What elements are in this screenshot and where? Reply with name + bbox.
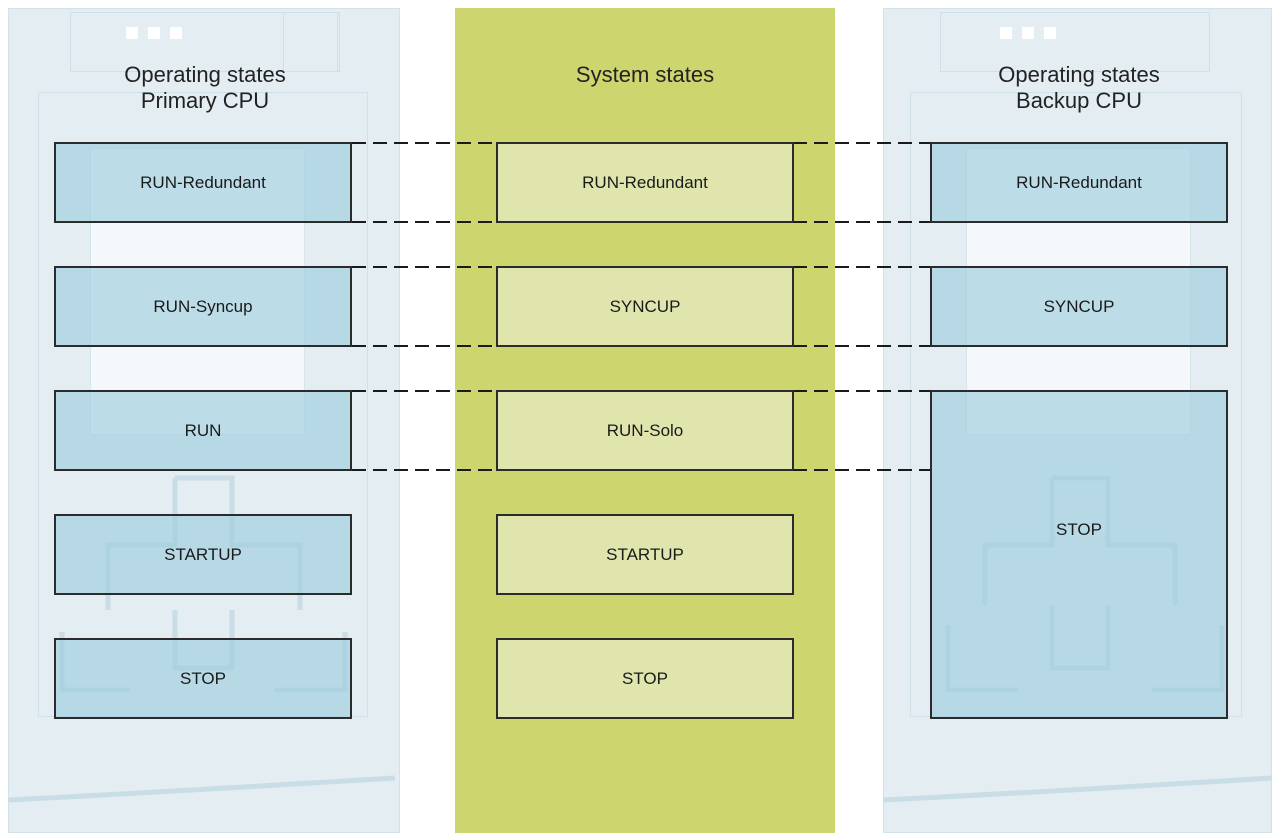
system-state-startup: STARTUP [496, 514, 794, 595]
primary-state-run-redundant: RUN-Redundant [54, 142, 352, 223]
system-column-title: System states [495, 62, 795, 88]
primary-state-startup: STARTUP [54, 514, 352, 595]
backup-column-title: Operating states Backup CPU [930, 62, 1228, 114]
primary-led-1 [126, 27, 138, 39]
system-title: System states [575, 62, 715, 87]
backup-state-stop: STOP [930, 390, 1228, 719]
primary-state-stop: STOP [54, 638, 352, 719]
backup-cpu-top-bracket [940, 12, 1210, 72]
primary-cpu-top-slot [283, 12, 338, 72]
primary-title-line1: Operating states [124, 62, 286, 87]
primary-led-3 [170, 27, 182, 39]
backup-title-line2: Backup CPU [1016, 88, 1142, 113]
backup-title-line1: Operating states [998, 62, 1160, 87]
primary-led-2 [148, 27, 160, 39]
primary-cpu-top-bracket [70, 12, 340, 72]
primary-state-run-syncup: RUN-Syncup [54, 266, 352, 347]
system-state-syncup: SYNCUP [496, 266, 794, 347]
system-state-stop: STOP [496, 638, 794, 719]
backup-state-run-redundant: RUN-Redundant [930, 142, 1228, 223]
primary-column-title: Operating states Primary CPU [55, 62, 355, 114]
primary-title-line2: Primary CPU [140, 88, 270, 113]
system-state-run-solo: RUN-Solo [496, 390, 794, 471]
backup-led-3 [1044, 27, 1056, 39]
backup-led-1 [1000, 27, 1012, 39]
backup-state-syncup: SYNCUP [930, 266, 1228, 347]
primary-state-run: RUN [54, 390, 352, 471]
backup-led-2 [1022, 27, 1034, 39]
system-state-run-redundant: RUN-Redundant [496, 142, 794, 223]
